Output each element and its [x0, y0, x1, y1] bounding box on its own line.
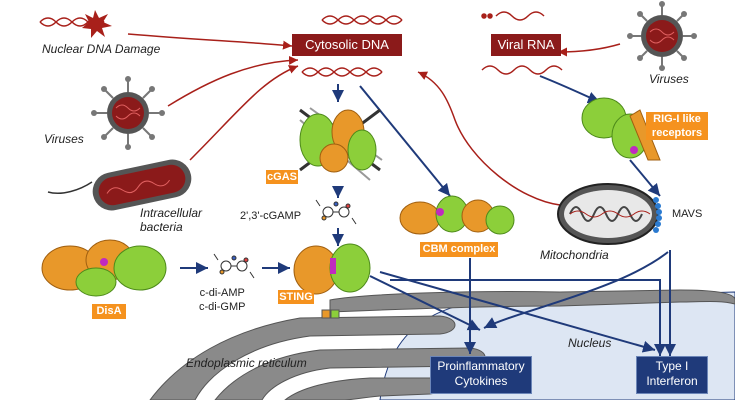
cbm-complex-icon	[399, 195, 515, 235]
label-c-di-gmp: c-di-GMP	[199, 301, 246, 313]
sting-label: STING	[278, 290, 314, 304]
red-arrows-to-cytosolic-dna	[127, 33, 621, 161]
dna-helix-top	[321, 15, 403, 25]
cdi-molecule-icon	[213, 253, 255, 279]
cgamp-molecule-icon	[315, 199, 357, 225]
red-arrow-mito-to-dna	[417, 71, 561, 206]
label-viruses-left: Viruses	[44, 132, 84, 146]
disa-label: DisA	[92, 304, 126, 319]
label-mavs: MAVS	[672, 208, 703, 220]
label-nucleus: Nucleus	[568, 336, 612, 350]
label-c-di-amp: c-di-AMP	[199, 287, 245, 299]
type-i-interferon-box: Type I Interferon	[636, 356, 708, 394]
label-intracellular-line2: bacteria	[140, 220, 183, 234]
virus-left-icon	[91, 76, 165, 150]
cgas-protein-icon	[299, 107, 383, 181]
bacterium-icon	[47, 159, 192, 211]
label-intracellular-line1: Intracellular	[140, 206, 203, 220]
disa-protein-icon	[41, 239, 167, 297]
label-cdi-molecules: c-di-AMP c-di-GMP	[199, 286, 245, 314]
rig-label-line2: receptors	[651, 127, 703, 139]
cbm-complex-label: CBM complex	[420, 242, 498, 257]
interferon-line2: Interferon	[646, 374, 698, 388]
proinflammatory-cytokines-box: Proinflammatory Cytokines	[430, 356, 532, 394]
rna-strand-right	[481, 65, 563, 75]
cgas-label: cGAS	[266, 170, 298, 184]
label-nuclear-dna-damage: Nuclear DNA Damage	[42, 42, 161, 56]
virus-right-icon	[627, 1, 697, 71]
label-mitochondria: Mitochondria	[540, 248, 609, 262]
viral-rna-box: Viral RNA	[491, 34, 561, 56]
proinflammatory-line1: Proinflammatory	[437, 359, 525, 373]
label-cgamp: 2',3'-cGAMP	[240, 210, 302, 222]
label-intracellular-bacteria: Intracellular bacteria	[140, 206, 202, 234]
dna-helix-lower	[301, 67, 383, 77]
mitochondrion-icon	[557, 183, 662, 245]
label-viruses-right: Viruses	[649, 72, 689, 86]
rig-label-line1: RIG-I like	[653, 113, 701, 125]
sting-protein-icon	[293, 243, 371, 319]
dna-damage-icon	[82, 10, 112, 38]
rna-strand-top-right	[481, 11, 545, 21]
rig-i-like-receptors-label: RIG-I like receptors	[646, 112, 708, 140]
label-endoplasmic-reticulum: Endoplasmic reticulum	[186, 356, 307, 370]
cytosolic-dna-box: Cytosolic DNA	[292, 34, 402, 56]
interferon-line1: Type I	[655, 359, 689, 373]
rig-i-protein-icon	[581, 97, 661, 161]
proinflammatory-line2: Cytokines	[454, 374, 508, 388]
